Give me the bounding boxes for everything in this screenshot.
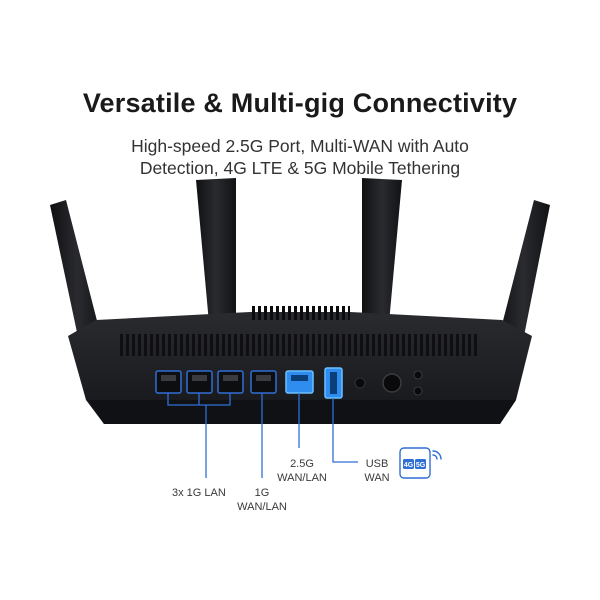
label-1g-line2: WAN/LAN [237, 501, 287, 513]
antenna-inner-left [196, 178, 236, 356]
headline: Versatile & Multi-gig Connectivity [82, 88, 518, 118]
wifi-signal-icon [432, 450, 442, 460]
label-1g-wan-lan: 1G WAN/LAN [233, 486, 291, 514]
power-jack [354, 377, 366, 389]
antenna-right [496, 200, 550, 356]
port-2-5g [285, 370, 314, 394]
power-button [382, 373, 402, 393]
wps-button [413, 370, 423, 380]
label-usb-wan: USB WAN [360, 457, 394, 485]
label-2-5g-line1: 2.5G [290, 458, 314, 470]
subheadline-line-2: Detection, 4G LTE & 5G Mobile Tethering [139, 158, 461, 178]
label-2-5g-wan-lan: 2.5G WAN/LAN [272, 457, 332, 485]
phone-icon: 4G 5G [399, 447, 442, 479]
label-usb-line2: WAN [364, 472, 390, 484]
lan-ports [155, 370, 277, 394]
antenna-left [50, 200, 104, 356]
antenna-inner-right [362, 178, 402, 356]
label-2-5g-line2: WAN/LAN [277, 472, 327, 484]
usb-port [324, 367, 343, 399]
badge-5g: 5G [416, 462, 426, 469]
callout-lines [167, 393, 358, 478]
label-lan: 3x 1G LAN [172, 487, 226, 499]
subheadline-line-1: High-speed 2.5G Port, Multi-WAN with Aut… [131, 136, 469, 156]
label-1g-line1: 1G [254, 487, 270, 499]
router-body [68, 306, 532, 424]
badge-4g: 4G [404, 462, 414, 469]
label-usb-line1: USB [365, 458, 389, 470]
subheadline: High-speed 2.5G Port, Multi-WAN with Aut… [0, 135, 600, 179]
reset-button [413, 386, 423, 396]
